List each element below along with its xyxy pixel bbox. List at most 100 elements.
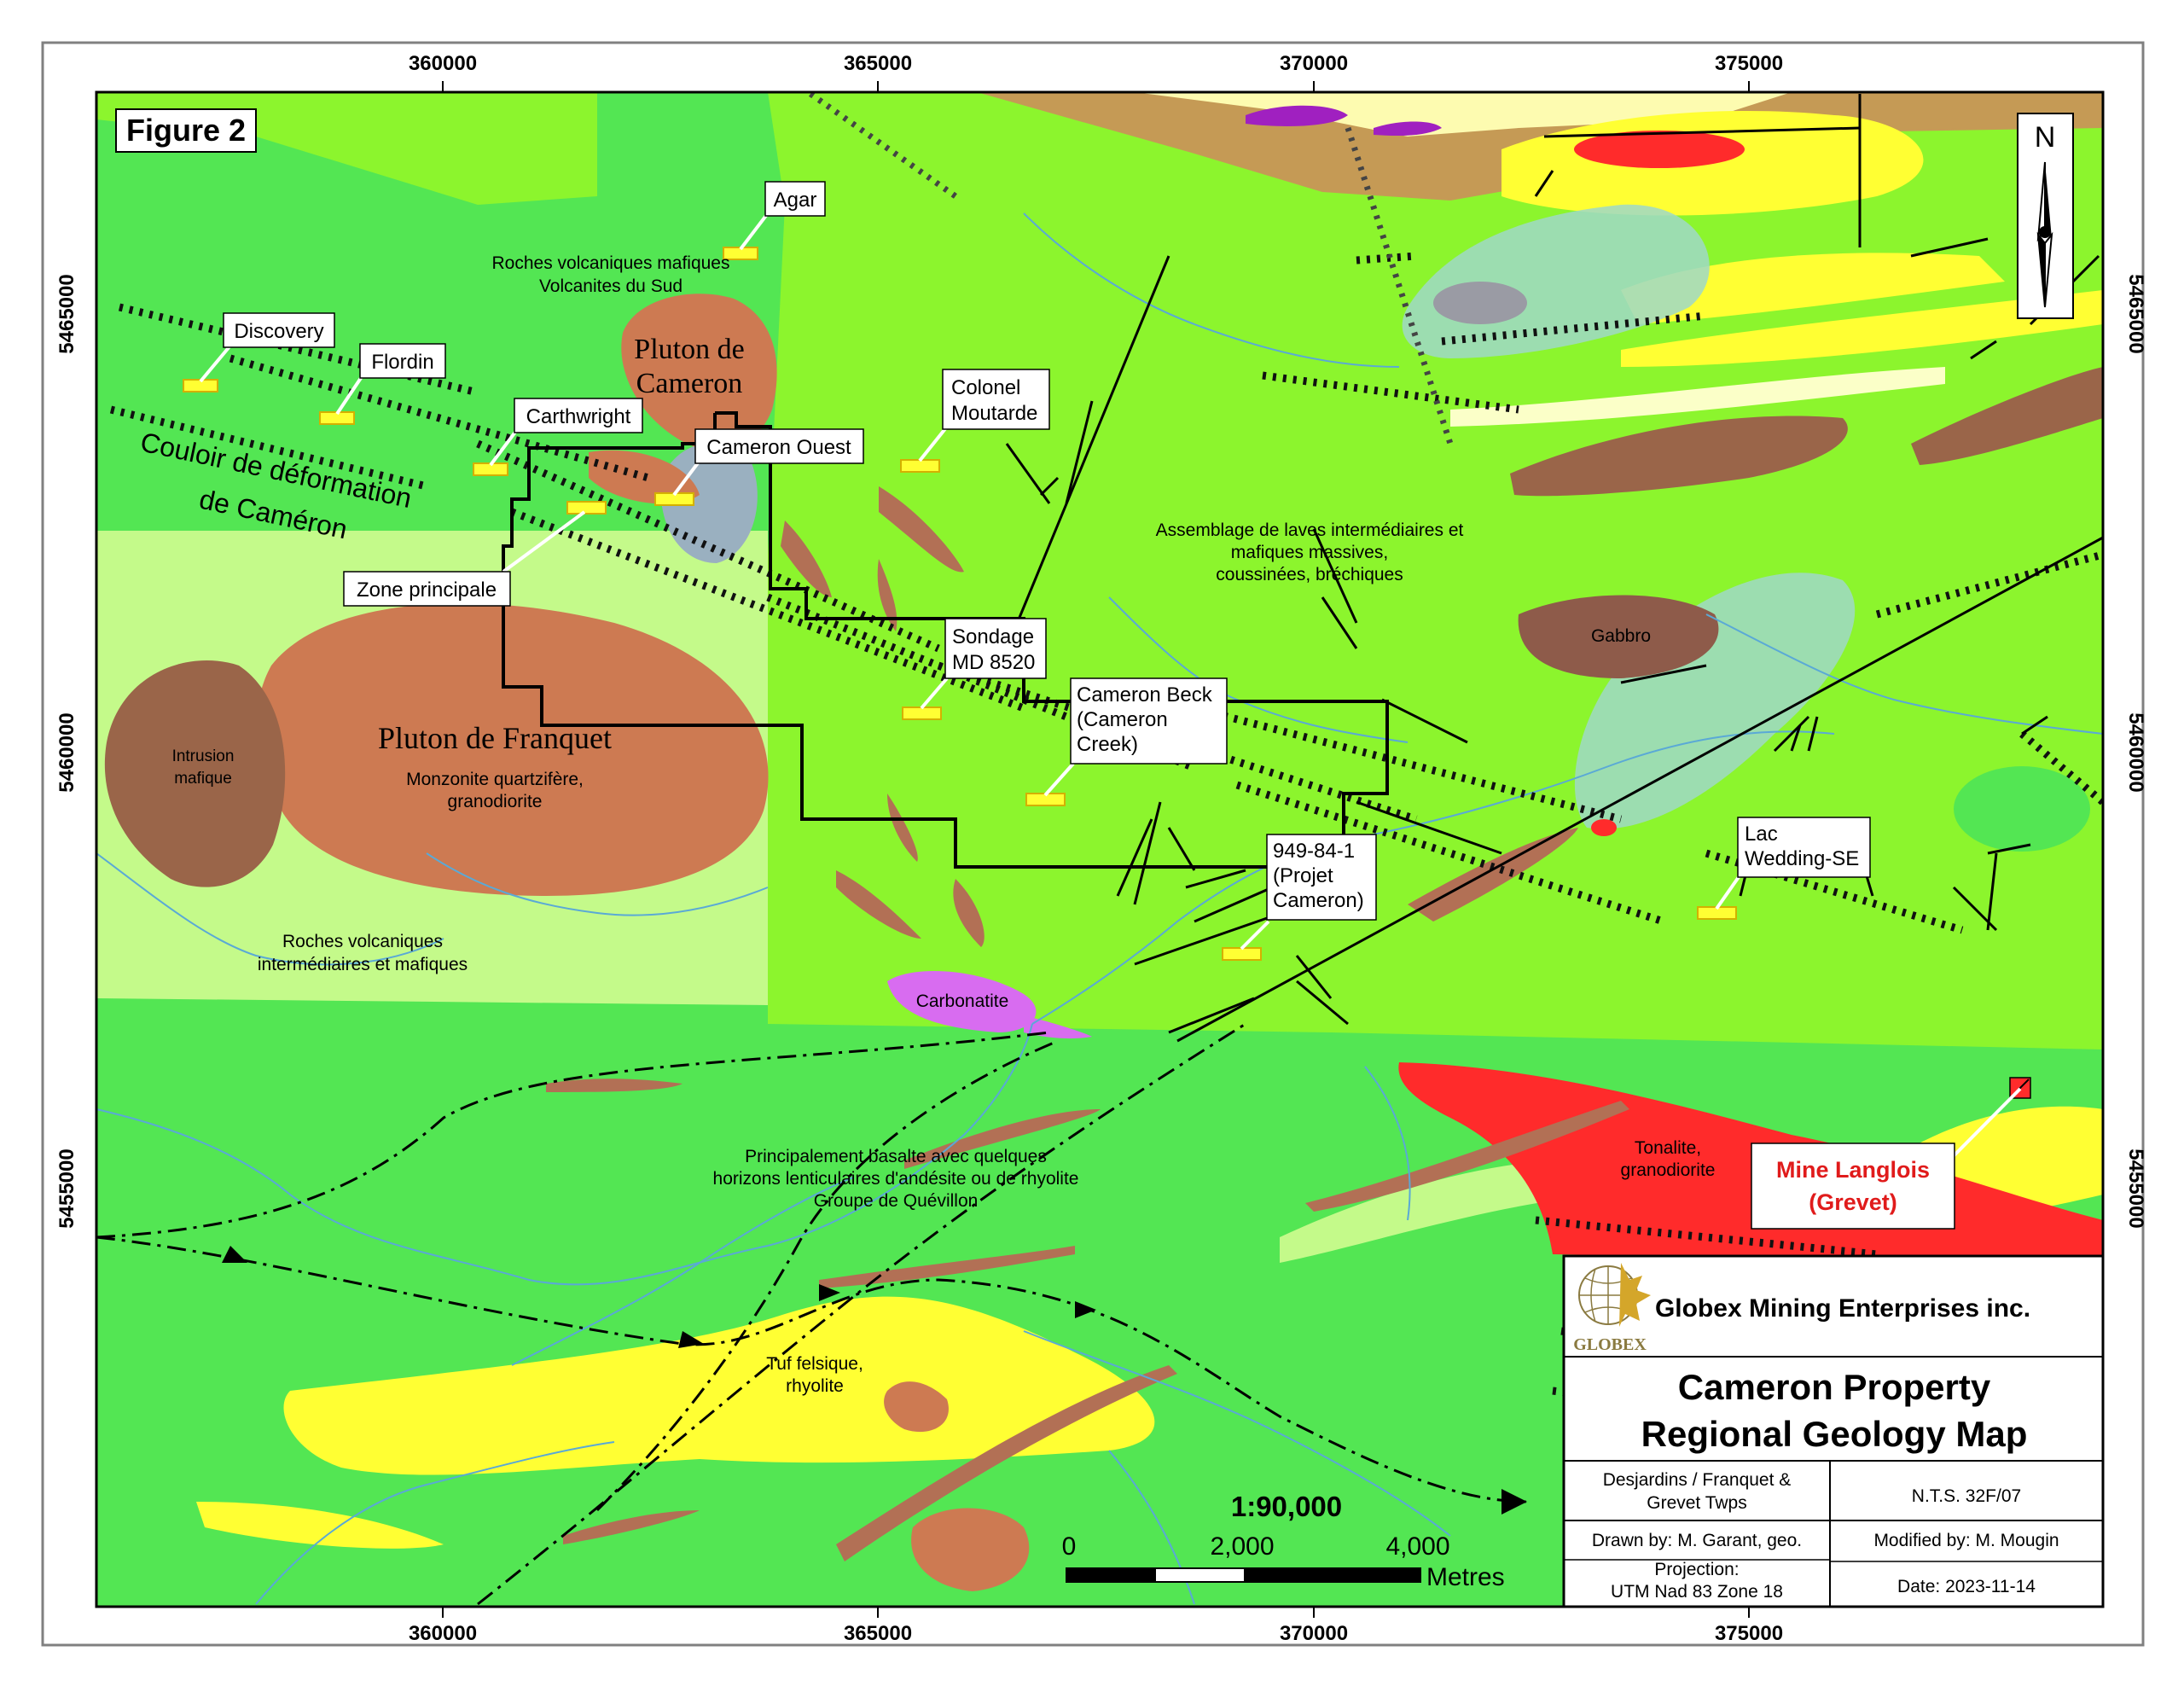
property-boundary bbox=[502, 411, 1389, 869]
label-tonalite-granodiorite: granodiorite bbox=[1621, 1160, 1716, 1180]
label-rhyolite: rhyolite bbox=[786, 1376, 844, 1396]
mine-label-name: Mine Langlois bbox=[1776, 1157, 1930, 1183]
lineaments bbox=[808, 92, 1454, 445]
label-basalte-2: horizons lenticulaires d'andésite ou de … bbox=[713, 1169, 1079, 1189]
drawn-by: Drawn by: M. Garant, geo. bbox=[1592, 1531, 1802, 1550]
y-tick-right-3: 5455000 bbox=[2124, 1148, 2147, 1228]
dykes bbox=[546, 486, 1629, 1561]
north-arrow-label: N bbox=[2035, 121, 2056, 154]
coordinate-grid: 360000 365000 370000 375000 360000 36500… bbox=[55, 52, 2147, 1645]
label-monzonite: Monzonite quartzifère, bbox=[406, 770, 584, 789]
map-title-2: Regional Geology Map bbox=[1641, 1414, 2028, 1454]
label-projet: (Projet bbox=[1273, 864, 1333, 887]
label-949-84-1[interactable]: 949-84-1 bbox=[1273, 840, 1355, 863]
unit-pluton-south-2 bbox=[884, 1381, 949, 1433]
label-roches-mafiques: Roches volcaniques mafiques bbox=[492, 253, 730, 273]
x-tick-top-4: 375000 bbox=[1715, 52, 1783, 75]
unit-pluton-south bbox=[911, 1508, 1030, 1591]
label-cameron-beck[interactable]: Cameron Beck bbox=[1077, 683, 1213, 706]
unit-felsic-belt-2 bbox=[1621, 290, 2103, 367]
logo-text: GLOBEX bbox=[1573, 1335, 1647, 1354]
marker-flordin[interactable] bbox=[319, 411, 355, 425]
map-date: Date: 2023-11-14 bbox=[1897, 1577, 2036, 1596]
label-sondage[interactable]: Sondage bbox=[952, 625, 1034, 648]
unit-pluton-cameron bbox=[621, 294, 777, 451]
label-wedding-se: Wedding-SE bbox=[1745, 847, 1859, 870]
label-granodiorite: granodiorite bbox=[448, 792, 543, 811]
label-zone-principale[interactable]: Zone principale bbox=[357, 579, 497, 602]
label-discovery[interactable]: Discovery bbox=[234, 320, 323, 343]
label-roches-inter-2: intermédiaires et mafiques bbox=[258, 955, 468, 974]
label-tonalite: Tonalite, bbox=[1635, 1138, 1701, 1158]
label-pluton-franquet: Pluton de Franquet bbox=[378, 721, 612, 755]
scale-tick-4000: 4,000 bbox=[1385, 1532, 1449, 1561]
north-arrow: N bbox=[2017, 113, 2074, 319]
label-flordin[interactable]: Flordin bbox=[371, 351, 433, 374]
label-roches-inter-1: Roches volcaniques bbox=[282, 932, 443, 951]
label-moutarde: Moutarde bbox=[951, 402, 1037, 425]
label-basalte-1: Principalement basalte avec quelques bbox=[745, 1147, 1047, 1166]
company-name: Globex Mining Enterprises inc. bbox=[1655, 1294, 2030, 1323]
label-carthwright[interactable]: Carthwright bbox=[526, 405, 631, 428]
y-tick-left-3: 5455000 bbox=[55, 1148, 78, 1228]
showing-labels: Agar Discovery Flordin Carthwright Camer… bbox=[199, 181, 1871, 951]
globex-logo: GLOBEX bbox=[1573, 1263, 1651, 1354]
mine-langlois[interactable]: Mine Langlois (Grevet) bbox=[1751, 1077, 2031, 1230]
modified-by: Modified by: M. Mougin bbox=[1873, 1531, 2059, 1550]
townships-1: Desjardins / Franquet & bbox=[1603, 1470, 1792, 1490]
y-tick-right-2: 5460000 bbox=[2124, 712, 2147, 792]
label-cameron-ouest[interactable]: Cameron Ouest bbox=[706, 436, 851, 459]
projection-value: UTM Nad 83 Zone 18 bbox=[1611, 1582, 1783, 1602]
x-tick-bottom-2: 365000 bbox=[844, 1622, 912, 1645]
unit-purple-lens-1 bbox=[1246, 105, 1348, 126]
label-mafique: mafique bbox=[174, 770, 232, 788]
unit-green-patch-e bbox=[1954, 766, 2090, 852]
label-gabbro: Gabbro bbox=[1591, 626, 1651, 646]
scale-unit: Metres bbox=[1426, 1563, 1505, 1591]
marker-sondage[interactable] bbox=[902, 706, 942, 720]
figure-label-text: Figure 2 bbox=[126, 113, 246, 148]
label-tuf-felsique: Tuf felsique, bbox=[766, 1354, 863, 1374]
unit-felsic-tuff bbox=[283, 1296, 1155, 1475]
unit-intrusion-mafique bbox=[104, 660, 286, 887]
figure-label: Figure 2 bbox=[115, 108, 257, 153]
maple-leaf-icon bbox=[1619, 1263, 1651, 1327]
y-tick-left-2: 5460000 bbox=[55, 712, 78, 792]
unit-red-north bbox=[1574, 131, 1745, 168]
x-tick-bottom-4: 375000 bbox=[1715, 1622, 1783, 1645]
marker-carthwright[interactable] bbox=[473, 462, 508, 476]
unit-gabbro-band-e bbox=[1911, 367, 2103, 465]
label-volcanites-sud: Volcanites du Sud bbox=[539, 276, 682, 296]
label-assemblage-1: Assemblage de laves intermédiaires et bbox=[1156, 520, 1464, 540]
townships-2: Grevet Twps bbox=[1647, 1493, 1747, 1513]
thrust-triangles bbox=[222, 1246, 1527, 1515]
label-md-8520: MD 8520 bbox=[952, 651, 1035, 674]
x-tick-top-1: 360000 bbox=[409, 52, 477, 75]
label-carbonatite: Carbonatite bbox=[916, 991, 1009, 1011]
marker-discovery[interactable] bbox=[183, 379, 218, 392]
label-lac[interactable]: Lac bbox=[1745, 823, 1778, 846]
label-quevillon: Groupe de Quévillon bbox=[814, 1191, 979, 1211]
label-intrusion: Intrusion bbox=[172, 747, 235, 765]
unit-pale-band bbox=[1450, 367, 1945, 427]
label-assemblage-2: mafiques massives, bbox=[1231, 543, 1388, 562]
unit-gabbro bbox=[1518, 595, 1719, 678]
title-block: GLOBEX Globex Mining Enterprises inc. Ca… bbox=[1562, 1254, 2105, 1608]
label-colonel[interactable]: Colonel bbox=[951, 376, 1020, 399]
marker-949-84-1[interactable] bbox=[1222, 947, 1262, 961]
x-tick-top-2: 365000 bbox=[844, 52, 912, 75]
label-agar[interactable]: Agar bbox=[774, 189, 817, 212]
unit-carbonatite bbox=[887, 971, 1037, 1032]
marker-colonel-moutarde[interactable] bbox=[900, 459, 940, 473]
y-tick-right-1: 5465000 bbox=[2124, 274, 2147, 353]
unit-red-spot bbox=[1591, 819, 1617, 836]
unit-pluton-franquet bbox=[257, 603, 769, 896]
faults bbox=[1005, 94, 2103, 1043]
x-tick-bottom-3: 370000 bbox=[1280, 1622, 1348, 1645]
unit-ultramafic-center bbox=[1574, 573, 1856, 829]
scale-bar: 1:90,000 0 2,000 4,000 Metres bbox=[1062, 1491, 1505, 1591]
marker-zone-principale[interactable] bbox=[566, 501, 607, 515]
scale-ratio: 1:90,000 bbox=[1231, 1491, 1342, 1522]
